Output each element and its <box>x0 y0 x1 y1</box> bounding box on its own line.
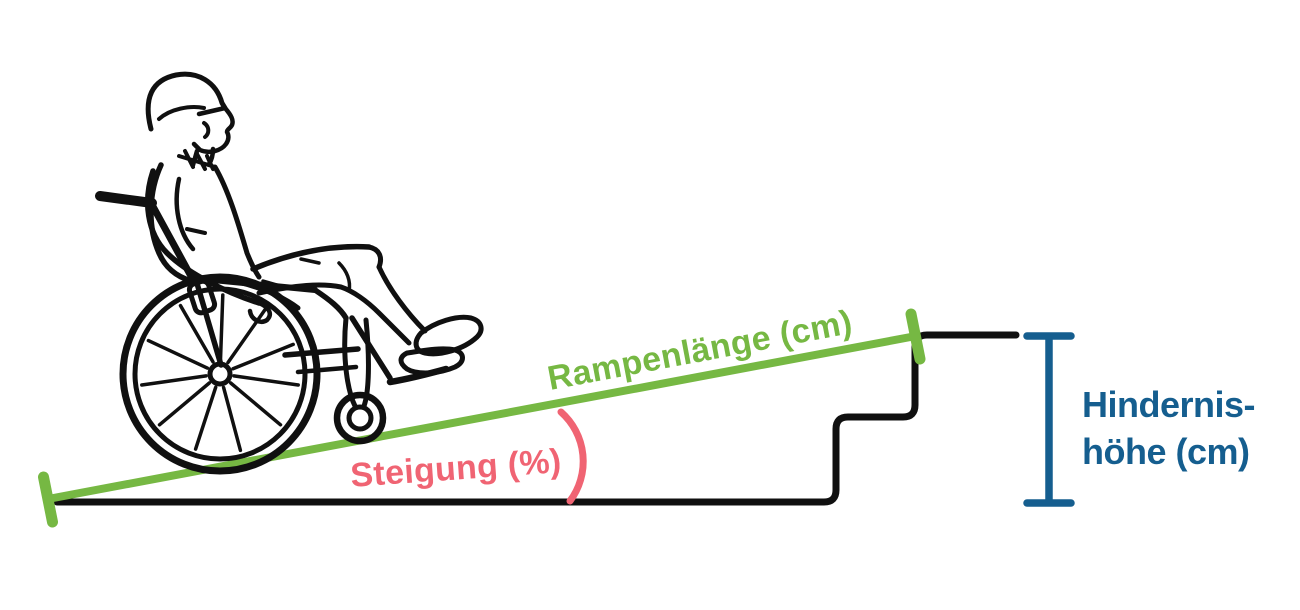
chest-pocket <box>185 227 207 235</box>
collar <box>177 149 217 171</box>
rear-wheel-spokes <box>140 293 300 453</box>
torso-front <box>212 164 262 280</box>
cap-band <box>157 105 206 121</box>
shoe-back <box>398 346 465 376</box>
frame-bar-lower <box>295 364 359 375</box>
thigh <box>250 243 372 272</box>
ear <box>202 121 211 139</box>
obstacle-height-line1: Hindernis- <box>1082 384 1256 425</box>
cap-brim <box>196 105 228 117</box>
caster-wheel-hub <box>346 404 374 432</box>
under-leg <box>256 282 412 346</box>
knee <box>366 244 384 270</box>
ramp-measure <box>38 308 926 528</box>
rear-wheel-tire <box>119 273 321 475</box>
rear-frame-drop <box>193 277 224 368</box>
face <box>191 105 235 154</box>
ramp-start-tick <box>38 471 58 528</box>
cap <box>145 71 228 132</box>
caster-fork <box>342 315 371 409</box>
arm-outer <box>145 168 262 306</box>
obstacle-height-label: Hindernis- höhe (cm) <box>1082 381 1256 475</box>
shin <box>376 264 428 334</box>
trouser-folds <box>261 257 352 293</box>
slope-angle-arc <box>557 408 587 505</box>
front-frame-drop <box>312 287 349 321</box>
wheelchair-user-illustration <box>95 71 484 475</box>
hand <box>247 300 272 325</box>
footrest-hanger <box>349 315 393 381</box>
rear-wheel-rim <box>132 286 308 462</box>
ramp-end-tick <box>905 308 926 365</box>
torso-back <box>148 162 194 284</box>
ramp-line <box>44 332 920 503</box>
arm-inner <box>174 176 196 252</box>
height-measure-bracket <box>1023 332 1075 507</box>
frame-bar-upper <box>282 346 361 358</box>
push-handle <box>95 191 157 208</box>
obstacle-height-line2: höhe (cm) <box>1082 431 1250 472</box>
caster-wheel <box>333 391 387 445</box>
